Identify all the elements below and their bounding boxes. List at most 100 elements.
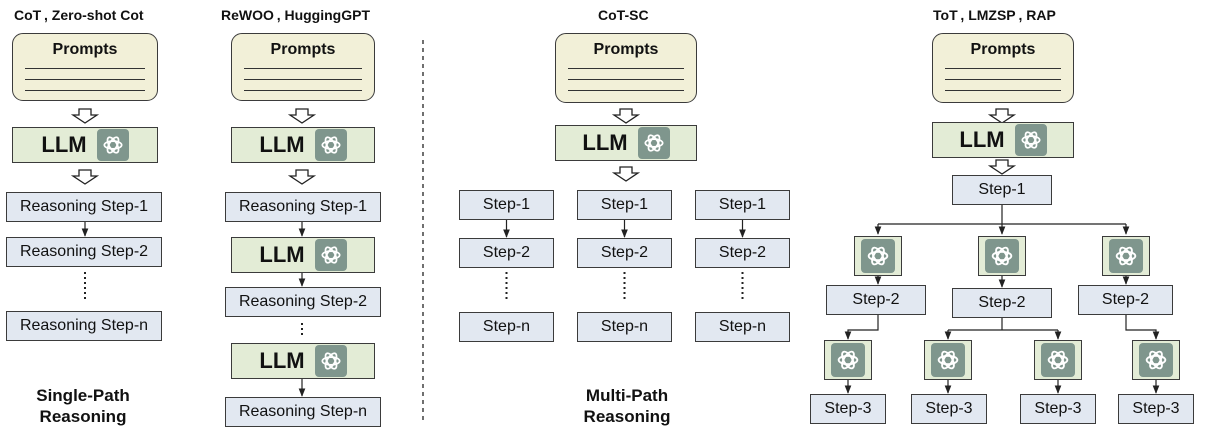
- hollow-down-arrow-icon: [987, 159, 1017, 175]
- tot-step-3-1: Step-3: [810, 394, 886, 424]
- caption-single-path: Single-Path Reasoning: [8, 385, 158, 427]
- llm-logo-icon: [1014, 124, 1047, 156]
- llm-logo-icon: [1139, 343, 1173, 377]
- llm-logo-icon: [1041, 343, 1075, 377]
- tot-prompts-box: Prompts: [932, 33, 1074, 103]
- tot-level-2-llm-icon-3: [1034, 340, 1082, 380]
- llm-logo-icon: [96, 129, 129, 161]
- tot-level-1-llm-icon-1: [854, 236, 902, 276]
- cotsc-path-3-step-2-label: Step-2: [718, 244, 767, 261]
- tot-level-2-llm-icon-2: [924, 340, 972, 380]
- prompt-text-line-2: [568, 79, 684, 80]
- tot-step-3-1-label: Step-3: [824, 400, 872, 417]
- rewoo-reasoning-step-n-label: Reasoning Step-n: [238, 403, 368, 420]
- llm-logo-icon: [931, 343, 965, 377]
- rewoo-prompts-box-label: Prompts: [270, 41, 336, 58]
- tot-step-3-3-label: Step-3: [1034, 400, 1082, 417]
- cot-prompts-box: Prompts: [12, 33, 158, 101]
- cot-reasoning-step-n: Reasoning Step-n: [6, 311, 162, 341]
- cotsc-path-2-step-1: Step-1: [577, 190, 672, 220]
- cotsc-path-3-step-2: Step-2: [695, 238, 790, 268]
- rewoo-llm-box-2-label: LLM: [259, 242, 305, 267]
- tot-level-1-llm-icon-2: [978, 236, 1026, 276]
- caption-multi-line-2: Reasoning: [583, 407, 671, 426]
- llm-logo-icon: [861, 239, 895, 273]
- llm-logo-icon: [637, 127, 670, 159]
- cot-llm-box: LLM: [12, 127, 158, 163]
- cotsc-path-2-step-1-label: Step-1: [600, 196, 649, 213]
- caption-single-line-2: Reasoning: [39, 407, 127, 426]
- hollow-down-arrow-icon: [611, 108, 641, 124]
- rewoo-reasoning-step-2: Reasoning Step-2: [225, 287, 381, 317]
- tot-prompts-box-label: Prompts: [970, 41, 1036, 58]
- cotsc-prompts-box-label: Prompts: [593, 41, 659, 58]
- cot-reasoning-step-1-label: Reasoning Step-1: [19, 198, 149, 215]
- tot-step-2-left-label: Step-2: [852, 291, 900, 308]
- tot-level-2-llm-icon-4: [1132, 340, 1180, 380]
- tot-step-3-2-label: Step-3: [925, 400, 973, 417]
- cot-reasoning-step-n-label: Reasoning Step-n: [19, 317, 149, 334]
- tot-llm-box: LLM: [932, 122, 1074, 158]
- arrow-down-icon: [1125, 315, 1160, 340]
- hollow-down-arrow-icon: [70, 108, 100, 124]
- prompt-text-line-2: [244, 79, 362, 80]
- llm-logo-icon: [1109, 239, 1143, 273]
- cotsc-path-2-step-2-label: Step-2: [600, 244, 649, 261]
- cotsc-path-1-step-1-label: Step-1: [482, 196, 531, 213]
- cotsc-path-1-step-1: Step-1: [459, 190, 554, 220]
- cotsc-path-1-step-2-label: Step-2: [482, 244, 531, 261]
- prompt-text-line-3: [568, 90, 684, 91]
- tot-llm-box-label: LLM: [959, 127, 1005, 152]
- tot-step-3-4-label: Step-3: [1132, 400, 1180, 417]
- prompt-text-line-1: [945, 68, 1061, 69]
- title-cot-sc: CoT-SC: [598, 7, 649, 23]
- cotsc-path-3-step-1-label: Step-1: [718, 196, 767, 213]
- tot-step-1-label: Step-1: [978, 181, 1026, 198]
- caption-multi-line-1: Multi-Path: [585, 386, 669, 405]
- rewoo-reasoning-step-1-label: Reasoning Step-1: [238, 198, 368, 215]
- tot-step-2-center: Step-2: [952, 288, 1052, 318]
- cotsc-path-1-step-n: Step-n: [459, 312, 554, 342]
- prompt-text-line-1: [25, 68, 145, 69]
- title-cot: CoT , Zero-shot Cot: [14, 7, 144, 23]
- cotsc-prompts-box: Prompts: [555, 33, 697, 103]
- rewoo-llm-box-2: LLM: [231, 237, 375, 273]
- rewoo-reasoning-step-1: Reasoning Step-1: [225, 192, 381, 222]
- cotsc-path-3-step-n-label: Step-n: [718, 318, 767, 335]
- tot-level-1-llm-icon-3: [1102, 236, 1150, 276]
- cotsc-path-2-step-2: Step-2: [577, 238, 672, 268]
- tot-step-2-right: Step-2: [1078, 285, 1173, 315]
- cotsc-path-3-step-n: Step-n: [695, 312, 790, 342]
- hollow-down-arrow-icon: [287, 108, 317, 124]
- rewoo-reasoning-step-2-label: Reasoning Step-2: [238, 293, 368, 310]
- prompt-text-line-2: [945, 79, 1061, 80]
- prompt-text-line-1: [244, 68, 362, 69]
- cotsc-path-2-step-n-label: Step-n: [600, 318, 649, 335]
- cotsc-path-2-step-n: Step-n: [577, 312, 672, 342]
- prompt-text-line-1: [568, 68, 684, 69]
- tot-step-3-2: Step-3: [911, 394, 987, 424]
- tot-step-1: Step-1: [952, 175, 1052, 205]
- hollow-down-arrow-icon: [987, 108, 1017, 124]
- rewoo-llm-box-1-label: LLM: [259, 132, 305, 157]
- hollow-down-arrow-icon: [70, 169, 100, 185]
- prompt-text-line-2: [25, 79, 145, 80]
- prompt-text-line-3: [244, 90, 362, 91]
- title-tot: ToT , LMZSP , RAP: [933, 7, 1056, 23]
- rewoo-llm-box-1: LLM: [231, 127, 375, 163]
- tot-step-2-left: Step-2: [826, 285, 926, 315]
- hollow-down-arrow-icon: [611, 166, 641, 182]
- rewoo-prompts-box: Prompts: [231, 33, 375, 101]
- tot-level-2-llm-icon-1: [824, 340, 872, 380]
- prompt-text-line-3: [945, 90, 1061, 91]
- llm-logo-icon: [985, 239, 1019, 273]
- caption-single-line-1: Single-Path: [36, 386, 130, 405]
- tot-step-3-4: Step-3: [1118, 394, 1194, 424]
- cotsc-path-1-step-n-label: Step-n: [482, 318, 531, 335]
- llm-logo-icon: [314, 129, 347, 161]
- title-rewoo: ReWOO , HuggingGPT: [221, 7, 371, 23]
- cotsc-llm-box: LLM: [555, 125, 697, 161]
- arrow-down-icon: [844, 315, 879, 340]
